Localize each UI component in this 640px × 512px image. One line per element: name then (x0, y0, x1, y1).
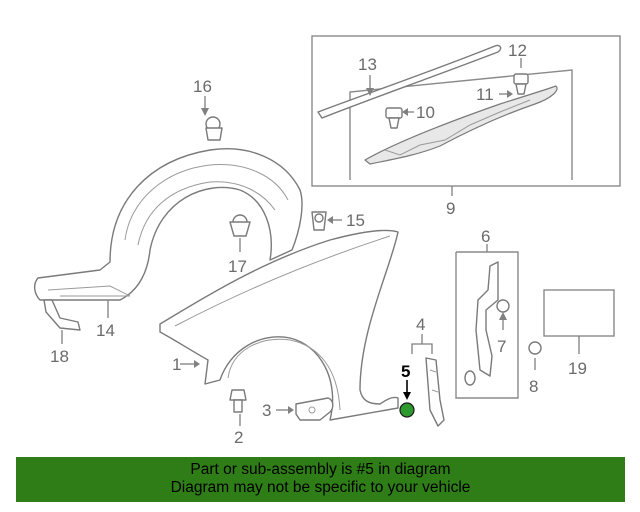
callout-12: 12 (508, 41, 527, 60)
callout-1: 1 (172, 355, 181, 374)
callout-17: 17 (228, 257, 247, 276)
bolt-part-2 (229, 389, 247, 426)
fender-part-1 (159, 229, 399, 421)
callout-15: 15 (346, 211, 365, 230)
callout-16: 16 (193, 77, 212, 96)
clip-part-17 (229, 214, 251, 252)
assembly-box-9 (311, 35, 621, 196)
notice-banner: Part or sub-assembly is #5 in diagram Di… (16, 457, 625, 502)
clip-part-10 (385, 107, 414, 129)
callout-5: 5 (401, 362, 410, 381)
callout-4: 4 (416, 315, 425, 334)
highlighted-clip-part-5 (399, 380, 415, 418)
callout-8: 8 (529, 377, 538, 396)
callout-3: 3 (262, 401, 271, 420)
clip-part-12 (513, 58, 529, 95)
clip-part-15 (311, 211, 342, 231)
callout-19: 19 (568, 359, 587, 378)
callout-14: 14 (96, 321, 115, 340)
callout-6: 6 (481, 227, 490, 246)
clip-part-7 (496, 299, 510, 330)
callout-9: 9 (446, 199, 455, 218)
plate-part-19 (543, 289, 615, 354)
weatherstrip-part-13 (317, 44, 502, 119)
fender-liner-part-14 (33, 148, 303, 318)
bracket-part-18 (43, 299, 81, 344)
bracket-box-6 (455, 244, 519, 399)
bracket-part-3 (276, 397, 334, 421)
bracket-part-4 (411, 334, 445, 427)
callout-10: 10 (416, 103, 435, 122)
callout-2: 2 (234, 428, 243, 447)
seal-part-11 (364, 85, 558, 165)
clip-part-16 (201, 96, 223, 141)
banner-line-part: Part or sub-assembly is #5 in diagram (190, 461, 451, 478)
callout-18: 18 (50, 347, 69, 366)
callout-11: 11 (476, 85, 494, 104)
clip-part-8 (528, 341, 542, 370)
callout-7: 7 (497, 337, 506, 356)
banner-line-disclaimer: Diagram may not be specific to your vehi… (170, 479, 471, 496)
callout-13: 13 (358, 55, 377, 74)
